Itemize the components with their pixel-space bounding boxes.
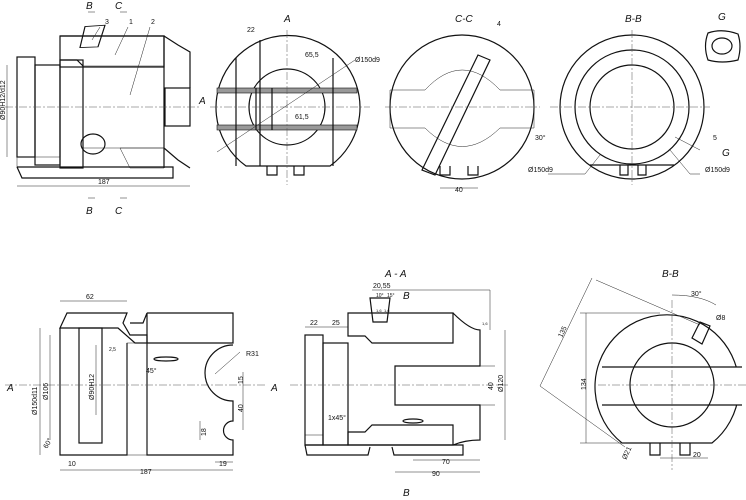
- view-a: A 22 65,5 61,5 Ø150d9: [210, 14, 380, 185]
- view-b-b-top-title: B-B: [625, 14, 642, 25]
- side-view: 62 Ø150d11 Ø106 Ø90H12 45° R31 15 40 18 …: [5, 294, 278, 476]
- view-a-title: A: [283, 14, 291, 25]
- dim-62: 62: [86, 294, 94, 301]
- dim-r31: R31: [246, 351, 259, 358]
- dim-4: 4: [497, 21, 501, 28]
- dim-70: 70: [442, 459, 450, 466]
- dim-diameter-150d11: Ø150d11: [32, 387, 39, 415]
- section-mark-b-bottom: B: [86, 206, 93, 217]
- view-c-c: C-C 4 40: [385, 14, 540, 194]
- part-number-3: 3: [105, 19, 109, 26]
- roughness-1-6-a: 1,6: [376, 308, 382, 313]
- view-b-b-top: B-B 30° 5 Ø150d9 Ø150d9 G: [528, 14, 730, 185]
- dim-60-degrees: 60°: [42, 437, 54, 450]
- dim-135: 135: [557, 325, 568, 339]
- dim-18: 18: [201, 428, 208, 436]
- dim-22: 22: [247, 27, 255, 34]
- dim-30-degrees: 30°: [691, 290, 702, 298]
- dim-22: 22: [310, 320, 318, 327]
- section-mark-a-right: A: [270, 383, 278, 394]
- dim-diameter-150d9: Ø150d9: [355, 57, 380, 64]
- roughness-1-6-b: 1,6: [384, 308, 390, 313]
- dim-134: 134: [581, 378, 588, 390]
- dim-15: 15: [238, 376, 245, 384]
- dim-diameter-150d9-right: Ø150d9: [705, 167, 730, 174]
- dim-45-degrees: 45°: [146, 367, 157, 375]
- dim-diameter-8: Ø8: [716, 315, 725, 322]
- dim-19: 19: [219, 461, 227, 468]
- dim-61-5: 61,5: [295, 114, 309, 121]
- section-mark-a-left: A: [6, 383, 14, 394]
- dim-40: 40: [455, 187, 463, 194]
- dim-diameter-120: Ø120: [498, 375, 505, 392]
- part-number-1: 1: [129, 19, 133, 26]
- view-arrow-a: A: [198, 96, 206, 107]
- dim-40: 40: [488, 382, 495, 390]
- section-mark-c-top: C: [115, 1, 123, 12]
- length-dimension: 187: [98, 179, 110, 186]
- dim-90: 90: [432, 471, 440, 478]
- view-c-c-title: C-C: [455, 14, 474, 25]
- dim-diameter-150d9-left: Ø150d9: [528, 167, 553, 174]
- dim-65-5: 65,5: [305, 52, 319, 59]
- view-g: G: [704, 12, 741, 63]
- dim-30-degrees: 30°: [535, 134, 546, 142]
- dim-10-degrees: 10°: [376, 293, 384, 299]
- dim-25: 25: [332, 320, 340, 327]
- dim-diameter-90h12: Ø90H12: [89, 374, 96, 400]
- section-mark-b-top: B: [403, 291, 410, 302]
- section-b-b-bottom-title: B-B: [662, 269, 679, 280]
- dim-diameter-106: Ø106: [43, 383, 50, 400]
- main-section-view: Ø90H12/d12 187 B C B C A 3 1 2: [0, 1, 206, 217]
- dim-diameter-21: Ø21: [621, 446, 633, 461]
- roughness-1-6-c: 1,6: [482, 321, 488, 326]
- dim-10: 10: [68, 461, 76, 468]
- view-g-title: G: [718, 12, 726, 23]
- section-mark-b-bottom: B: [403, 488, 410, 499]
- dim-40: 40: [238, 404, 245, 412]
- bore-dimension: Ø90H12/d12: [0, 80, 7, 120]
- dim-20: 20: [693, 452, 701, 459]
- view-arrow-g: G: [722, 148, 730, 159]
- dim-187: 187: [140, 469, 152, 476]
- section-mark-b-top: B: [86, 1, 93, 12]
- part-number-2: 2: [151, 19, 155, 26]
- dim-5: 5: [713, 135, 717, 142]
- dim-15-degrees: 15°: [387, 293, 395, 299]
- dim-20-55: 20,55: [373, 283, 391, 290]
- section-a-a-view: A - A 20,55 10° 15° 22 25 1x45° 40 Ø120 …: [290, 269, 510, 499]
- section-a-a-title: A - A: [384, 269, 407, 280]
- section-b-b-bottom-view: B-B 30° Ø8 135 134 Ø21 20: [539, 269, 746, 470]
- roughness-2-5: 2,5: [109, 347, 116, 353]
- section-mark-c-bottom: C: [115, 206, 123, 217]
- dim-chamfer-1x45: 1x45°: [328, 414, 346, 422]
